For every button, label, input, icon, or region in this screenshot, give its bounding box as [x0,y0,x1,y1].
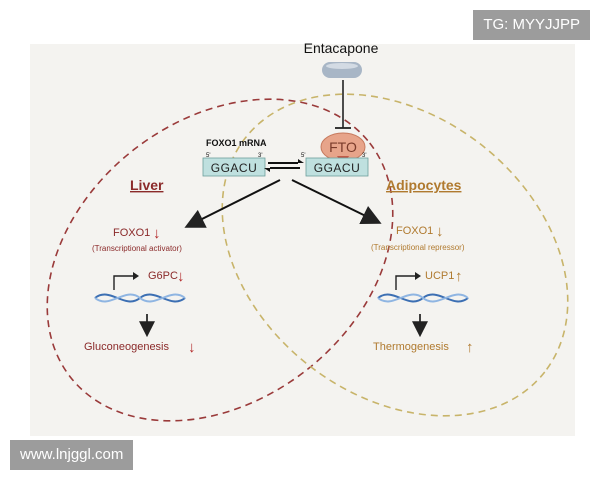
adipocytes-gene: UCP1 [425,270,454,282]
liver-ellipse [46,98,394,422]
adipocytes-promoter-head [415,272,421,280]
liver-factor-role: (Transcriptional activator) [92,244,182,253]
liver-gene: G6PC [148,270,178,282]
five-prime-left: 5' [206,153,210,159]
mrna-box-right: 5' 3' GGACU [301,153,369,177]
adipocytes-factor-down: ↓ [436,223,444,240]
adipocytes-dna-helix [377,293,469,303]
fto-label: FTO [329,139,357,155]
liver-dna-helix [94,293,186,303]
background-panel [30,44,575,436]
equilibrium-arrows [264,159,304,172]
liver-title: Liver [130,177,164,193]
adipocytes-outcome-up: ↑ [466,339,474,356]
liver-outcome: Gluconeogenesis [84,341,170,353]
arrow-to-liver [184,179,281,228]
adipocytes-outcome: Thermogenesis [373,341,449,353]
adipocytes-factor: FOXO1 [396,225,433,237]
liver-factor-down: ↓ [153,225,161,242]
five-prime-right: 5' [301,153,305,159]
adipocytes-title: Adipocytes [386,177,462,193]
three-prime-right: 3' [362,153,366,159]
liver-gene-down: ↓ [177,268,185,285]
mrna-label: FOXO1 mRNA [206,138,267,148]
three-prime-left: 3' [258,153,262,159]
adipocytes-promoter-arrow [395,275,415,290]
drug-name: Entacapone [304,40,379,56]
liver-outcome-down: ↓ [188,339,196,356]
liver-promoter-arrow [113,275,133,290]
liver-factor: FOXO1 [113,227,150,239]
liver-promoter-head [133,272,139,280]
adipocytes-ellipse [221,93,569,417]
adipocytes-factor-role: (Transcriptional repressor) [371,243,465,252]
watermark-bottom: www.lnjggl.com [10,440,134,470]
watermark-top: TG: MYYJJPP [473,10,590,40]
arrow-to-adipocytes [291,179,382,224]
inhibition-line [335,80,351,129]
pill-icon [322,62,362,78]
sequence-right: GGACU [314,161,361,175]
sequence-left: GGACU [211,161,258,175]
adipocytes-gene-up: ↑ [455,268,463,285]
mrna-box-left: 5' 3' GGACU [202,153,266,177]
